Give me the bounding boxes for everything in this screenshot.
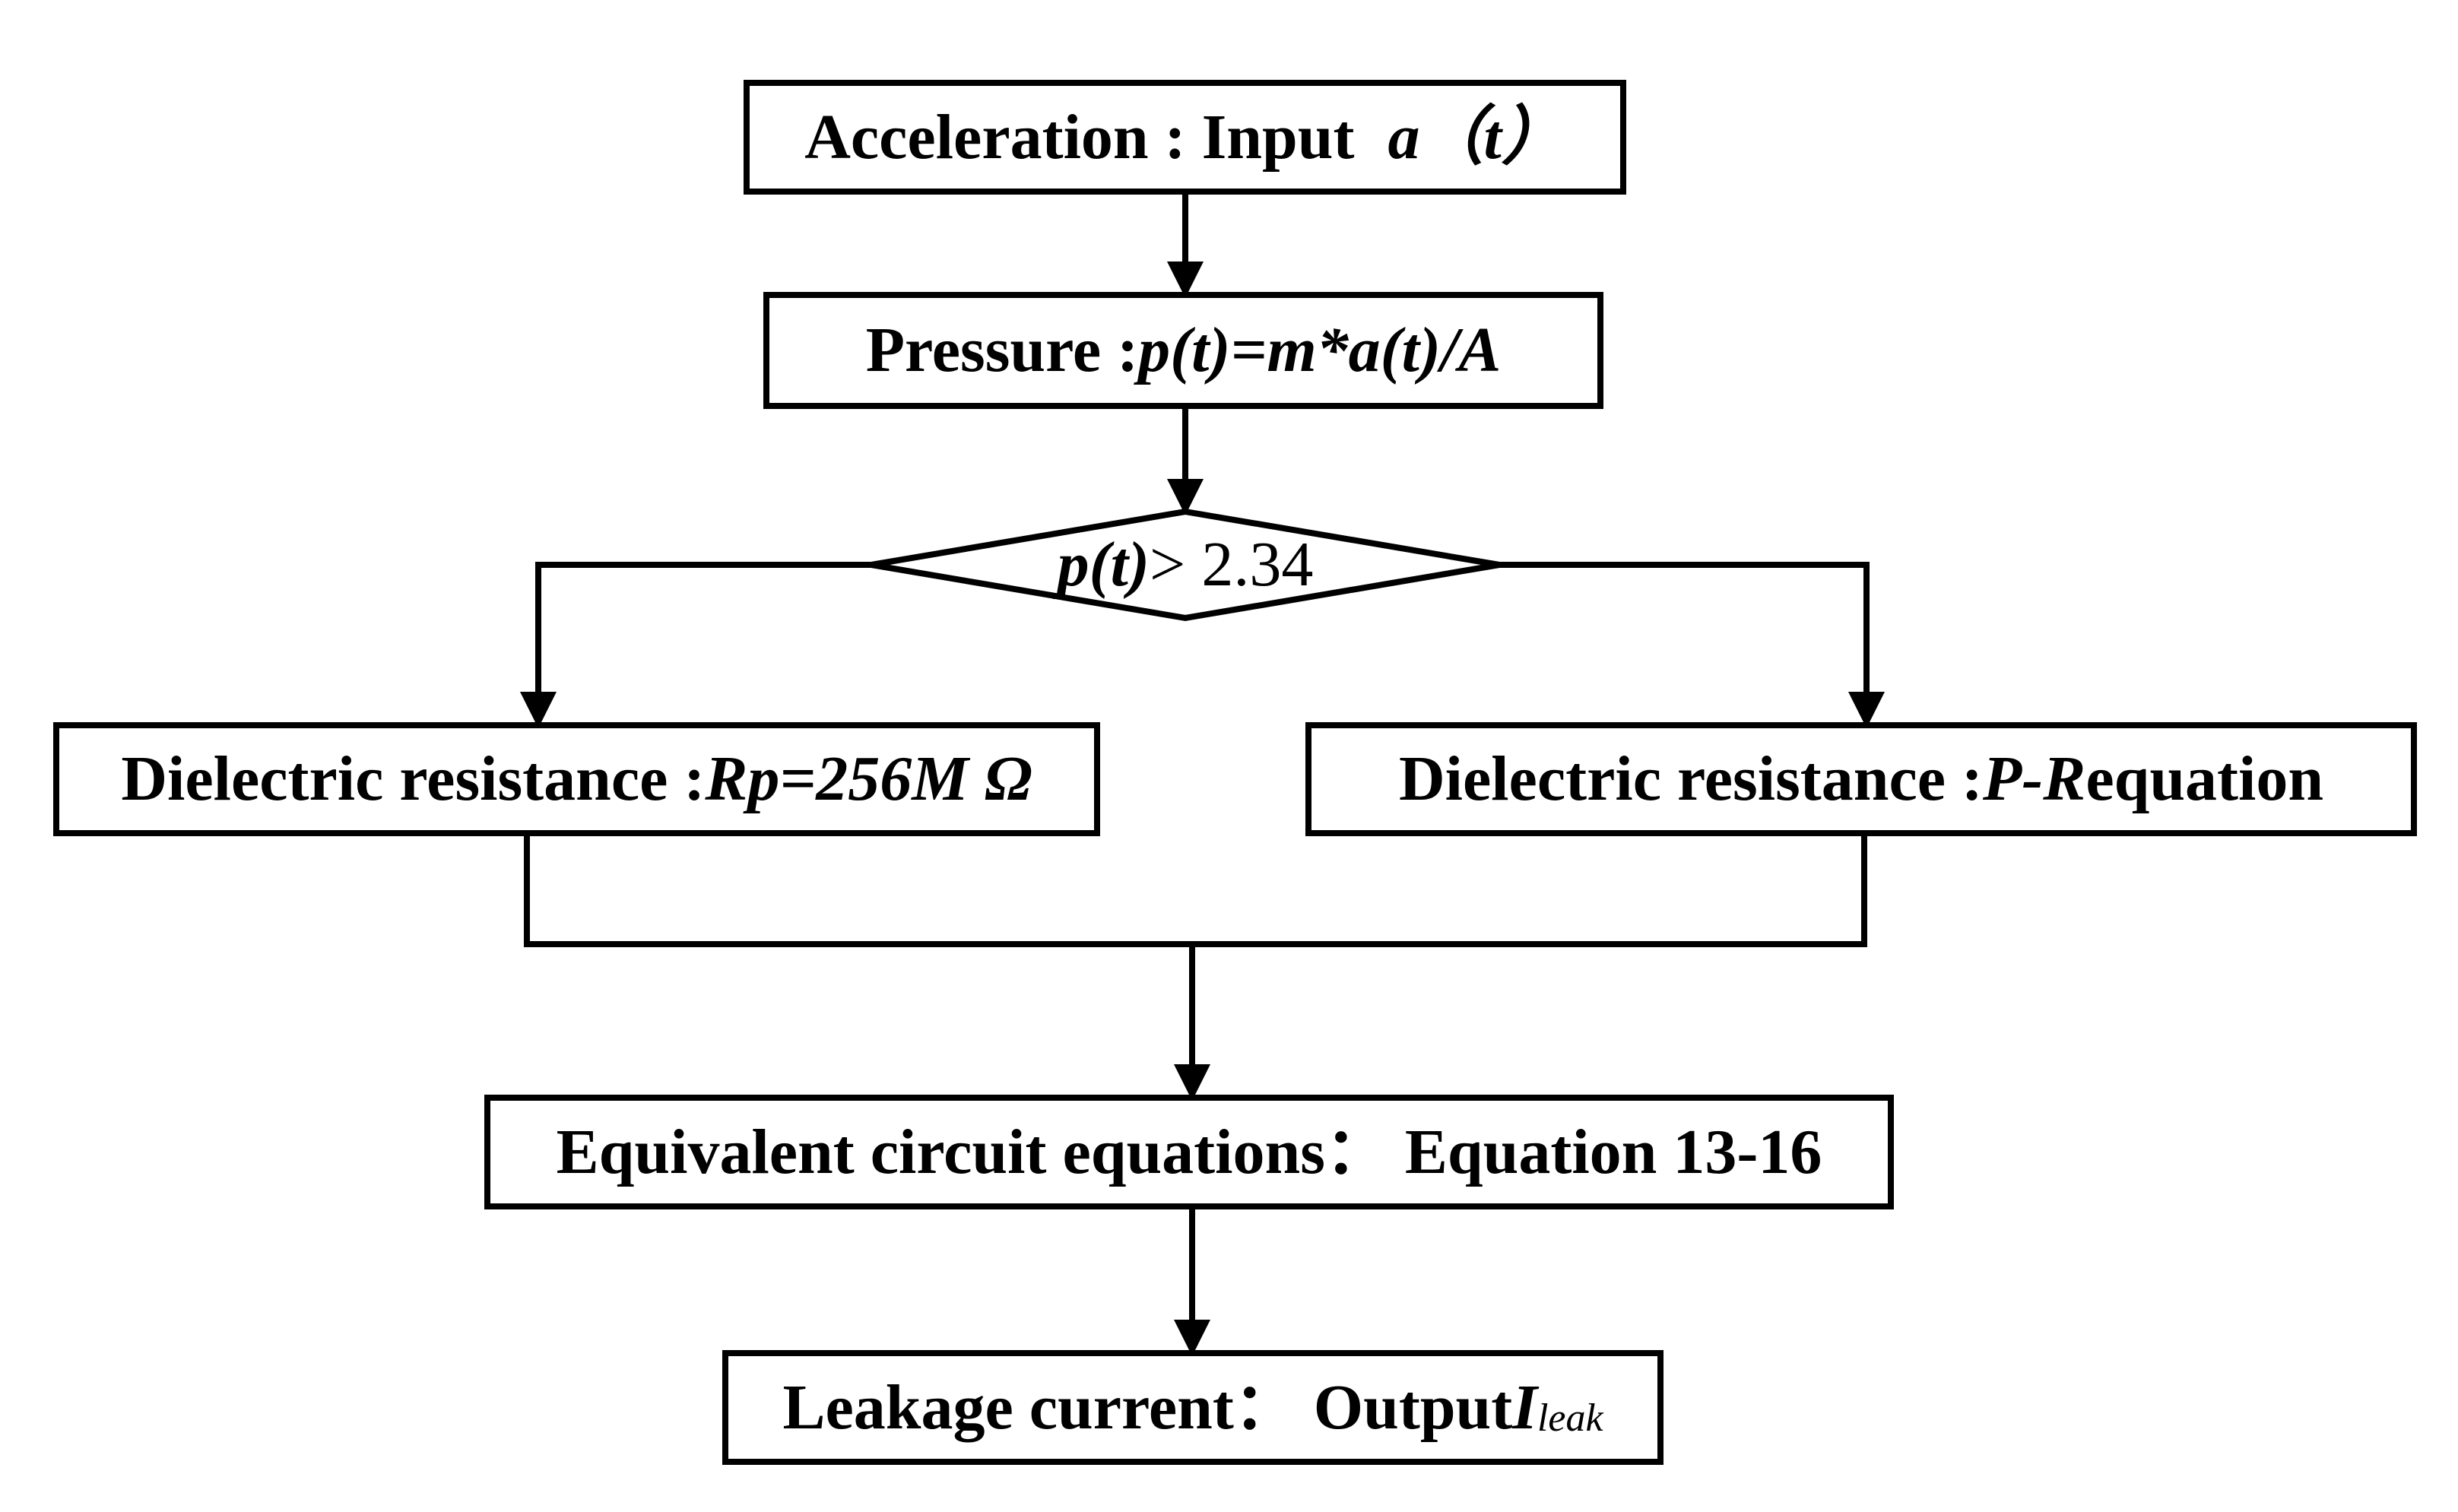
equivalent-circuit-box: Equivalent circuit equations： Equation 1… xyxy=(484,1095,1894,1209)
acceleration-variable: a（t） xyxy=(1388,101,1565,173)
pressure-label: Pressure : xyxy=(865,315,1139,385)
arrow-decision-to-right-branch xyxy=(1499,562,1885,728)
dielectric-left-label: Dielectric resistance : xyxy=(121,743,706,814)
decision-variable: p(t) xyxy=(1057,529,1150,600)
leakage-current-box: Leakage current： Output I leak xyxy=(722,1350,1664,1465)
dielectric-right-suffix: equation xyxy=(2085,743,2324,814)
acceleration-input-box: Acceleration : Input a（t） xyxy=(744,80,1626,195)
decision-threshold: > 2.34 xyxy=(1149,529,1314,600)
acceleration-label: Acceleration : Input xyxy=(804,101,1355,173)
leakage-label: Leakage current： Output xyxy=(782,1371,1513,1443)
dielectric-resistance-left-box: Dielectric resistance : Rp=256M Ω xyxy=(53,722,1100,836)
arrow-decision-to-left-branch xyxy=(520,562,871,728)
dielectric-right-equation-name: P-R xyxy=(1983,743,2086,814)
leakage-subscript: leak xyxy=(1537,1396,1603,1440)
dielectric-resistance-right-box: Dielectric resistance : P-R equation xyxy=(1305,722,2417,836)
pressure-formula: p(t)=m*a(t)/A xyxy=(1138,315,1502,385)
leakage-variable: I xyxy=(1512,1371,1537,1443)
decision-condition: p(t) > 2.34 xyxy=(940,532,1431,598)
pressure-box: Pressure : p(t)=m*a(t)/A xyxy=(763,292,1603,409)
merge-connector xyxy=(524,835,1867,947)
equivalent-circuit-text: Equivalent circuit equations： Equation 1… xyxy=(556,1116,1822,1187)
dielectric-left-value: Rp=256M Ω xyxy=(705,743,1032,814)
dielectric-right-label: Dielectric resistance : xyxy=(1398,743,1983,814)
